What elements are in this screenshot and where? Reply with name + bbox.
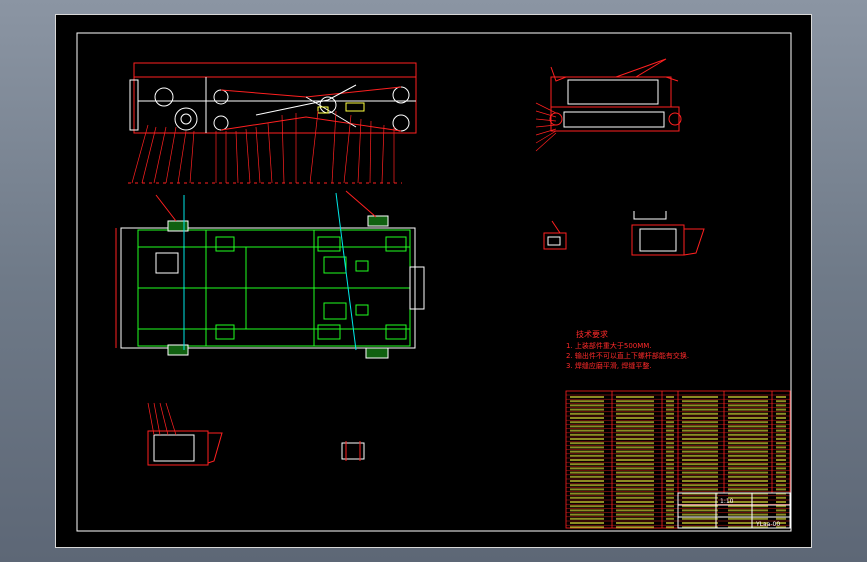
side-view — [128, 62, 417, 184]
note-line-2: 2. 输出件不可以直上下螺杆部能有交换. — [566, 352, 690, 360]
section-view-a — [535, 58, 682, 152]
title-drawing-number: YLaa-00 — [755, 521, 780, 528]
plan-view — [115, 190, 425, 359]
title-scale: 1:10 — [720, 498, 734, 505]
detail-views — [147, 211, 705, 466]
parts-list — [565, 390, 791, 529]
note-line-3: 3. 焊缝应磨平滑, 焊缝平整. — [566, 362, 652, 370]
title-block: 1:10 YLaa-00 — [677, 492, 791, 529]
drawing-sheet: 1:10 YLaa-00 技术要求 1. 上装部件重大于500MM. 2. 输出… — [55, 14, 812, 548]
drawing-border — [76, 32, 792, 532]
cad-drawing-canvas[interactable]: 1:10 YLaa-00 — [56, 15, 813, 549]
note-line-1: 1. 上装部件重大于500MM. — [566, 342, 652, 350]
notes-heading: 技术要求 — [576, 330, 608, 339]
